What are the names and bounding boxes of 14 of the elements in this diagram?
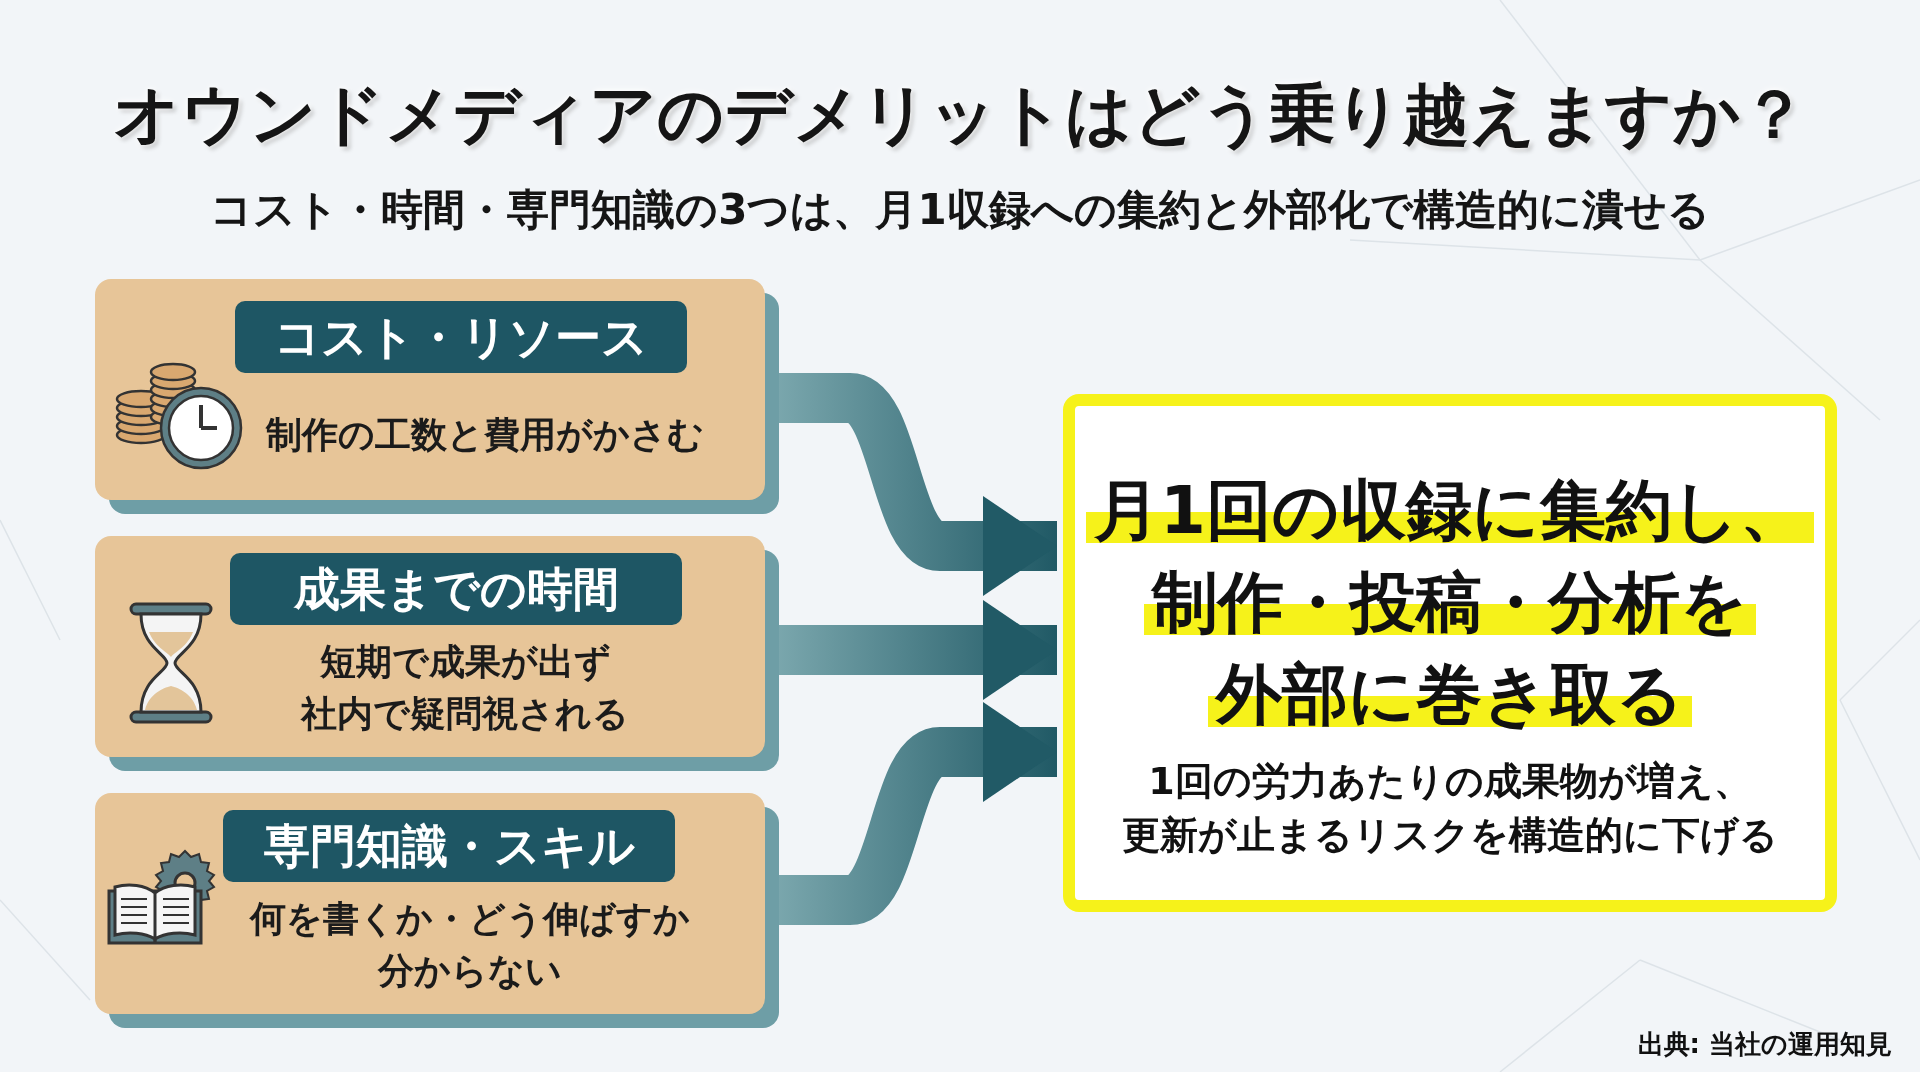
- title: オウンドメディアのデメリットはどう乗り越えますか？: [112, 75, 1808, 155]
- source-note: 出典: 当社の運用知見: [1637, 1028, 1892, 1061]
- description: 更新が止まるリスクを構造的に下げる: [1121, 812, 1779, 859]
- card-heading: 専門知識・スキル: [223, 810, 675, 882]
- card-text: 短期で成果が出ず: [318, 640, 612, 684]
- solution-box: [1063, 394, 1837, 912]
- description: 1回の労力あたりの成果物が増え、: [1147, 758, 1753, 805]
- card-heading: 成果までの時間: [230, 553, 682, 625]
- card-text: 分からない: [377, 949, 563, 993]
- card-text: 何を書くか・どう伸ばすか: [248, 897, 691, 941]
- card-text: 社内で疑問視される: [299, 692, 630, 736]
- card-heading: コスト・リソース: [235, 301, 687, 373]
- card-text: 制作の工数と費用がかさむ: [264, 413, 705, 457]
- subtitle: コスト・時間・専門知識の3つは、月1収録への集約と外部化で構造的に潰せる: [209, 184, 1711, 236]
